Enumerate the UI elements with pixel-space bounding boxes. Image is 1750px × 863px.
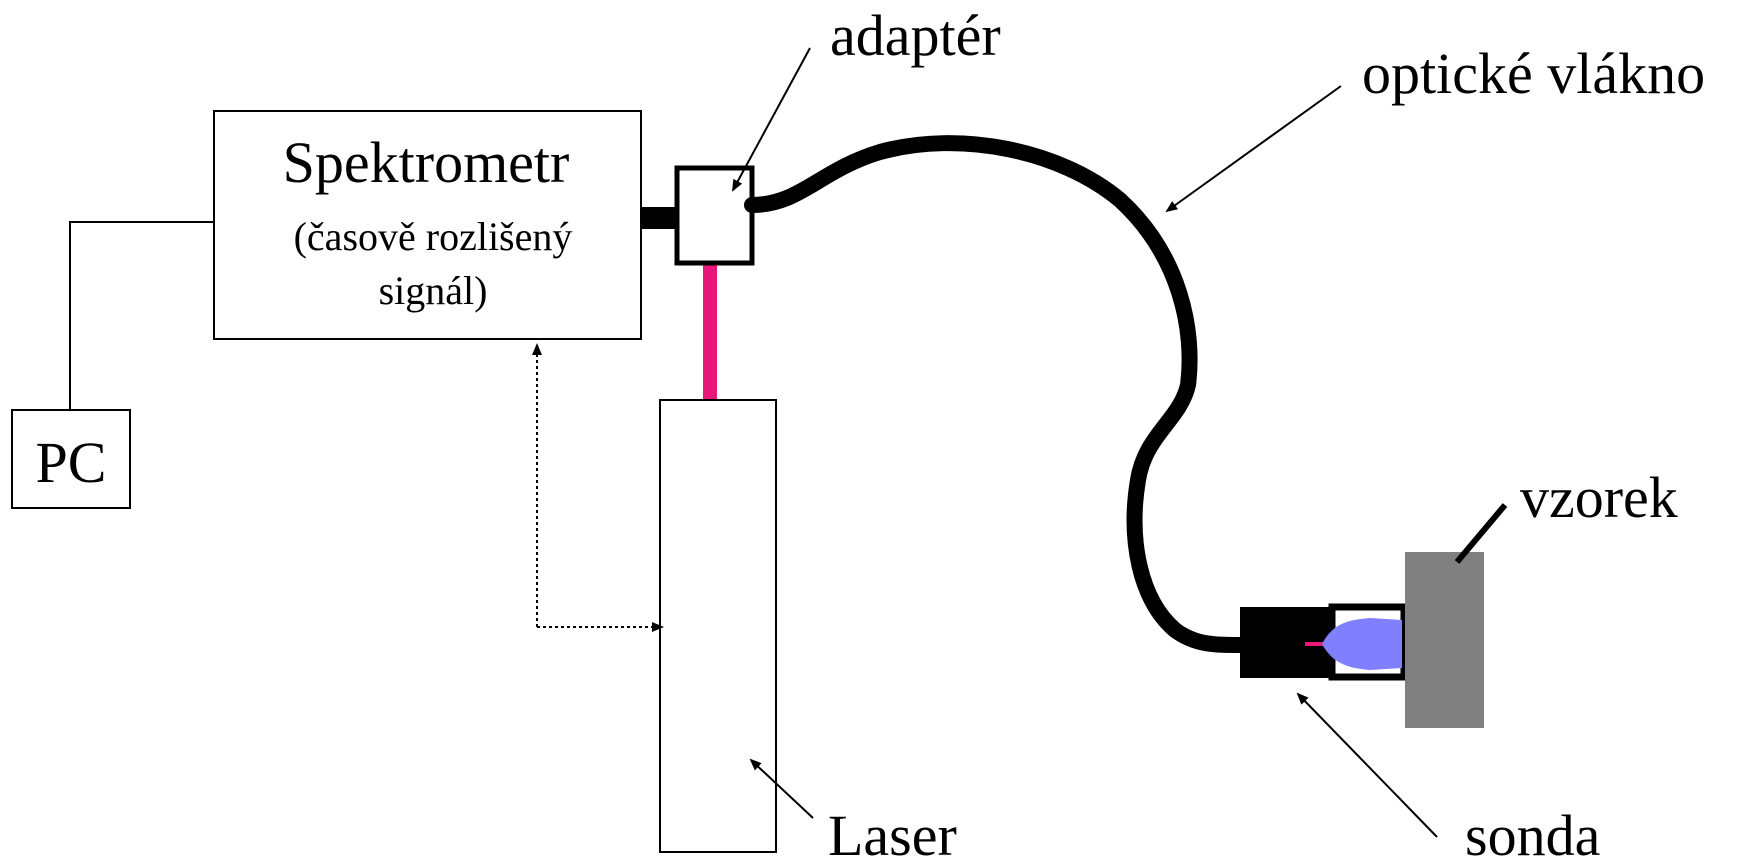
plasma-plume <box>1322 618 1402 670</box>
pc-box <box>11 409 131 509</box>
adapter-pointer <box>732 47 811 192</box>
adapter-box <box>674 165 755 266</box>
pc-label: PC <box>36 430 107 495</box>
probe-label: sonda <box>1465 803 1600 863</box>
adapter-label: adaptér <box>830 3 1001 68</box>
probe-pointer <box>1296 692 1438 838</box>
spectrometer-connector <box>641 207 676 229</box>
pc-spectrometer-cable <box>69 221 214 410</box>
sample-block <box>1405 552 1484 728</box>
spectrometer-subtitle-line1: (časově rozlišený <box>294 214 573 259</box>
fiber-pointer <box>1165 85 1342 213</box>
spectrometer-subtitle-line2: signál) <box>379 268 488 313</box>
laser-label: Laser <box>828 803 957 863</box>
laser-pointer <box>749 758 814 819</box>
sample-pointer <box>1454 503 1508 564</box>
fiber-label: optické vlákno <box>1362 41 1705 106</box>
sample-label: vzorek <box>1520 465 1678 530</box>
optical-fiber <box>744 135 1248 653</box>
laser-beam <box>703 262 717 400</box>
laser-box <box>659 399 777 853</box>
spectrometer-box <box>213 110 642 340</box>
spectrometer-title: Spektrometr <box>283 130 570 195</box>
